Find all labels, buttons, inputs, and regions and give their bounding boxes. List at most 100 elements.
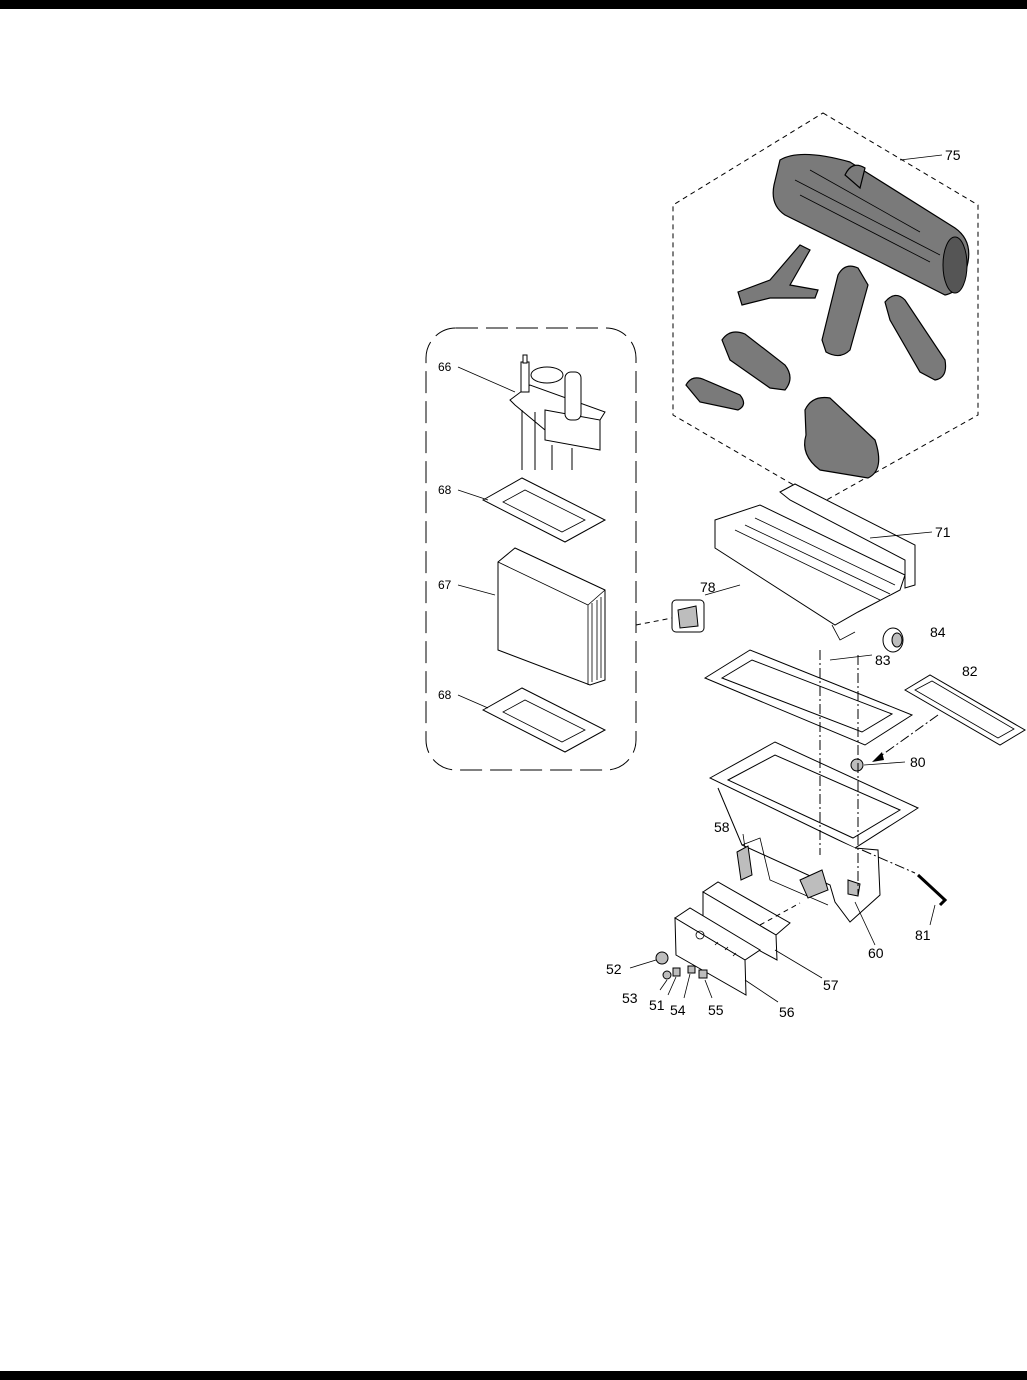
callout-55: 55 <box>708 1002 724 1018</box>
part-81: 81 <box>861 849 948 943</box>
burner-assembly: 71 78 <box>671 483 951 641</box>
part-84: 84 <box>882 624 946 653</box>
leader-80 <box>863 761 906 766</box>
firebox-assembly: 60 <box>708 650 920 961</box>
pilot-thermocouple <box>564 371 582 421</box>
leader-75 <box>899 154 943 161</box>
part-80: 80 <box>850 754 926 772</box>
panel-57 <box>702 891 778 961</box>
callout-54: 54 <box>670 1002 686 1018</box>
leader-68-bottom <box>457 694 489 709</box>
panel-82 <box>904 674 1026 746</box>
nut-53 <box>662 970 672 980</box>
callout-60: 60 <box>868 945 884 961</box>
button-54 <box>687 965 696 974</box>
knob-84-face <box>891 632 903 648</box>
burner-tray-ports <box>734 517 896 601</box>
callout-66: 66 <box>438 360 452 374</box>
burner-tray <box>714 504 906 626</box>
detail-link-line <box>635 617 673 626</box>
control-panels: 57 56 <box>674 881 839 1020</box>
tray-tab <box>831 624 856 641</box>
panel-82-inner <box>914 680 1015 739</box>
main-log-end <box>942 236 968 294</box>
bottom-rule <box>0 1371 1027 1380</box>
pilot-electrode <box>520 361 530 393</box>
housing-67-edges <box>497 561 606 685</box>
pilot-bracket <box>544 409 601 451</box>
leader-55 <box>704 979 713 999</box>
gasket-83-inner <box>720 659 894 733</box>
gas-valve <box>799 869 829 899</box>
curved-log <box>884 294 947 381</box>
leader-67 <box>457 584 496 596</box>
short-log <box>685 377 745 411</box>
housing-67-fins <box>591 597 602 682</box>
firebox-opening <box>726 754 902 839</box>
middle-log <box>721 331 791 391</box>
leader-71 <box>869 531 933 539</box>
callout-71: 71 <box>935 524 951 540</box>
top-rule <box>0 0 1027 9</box>
rod-81 <box>916 873 948 907</box>
pilot-tip <box>522 354 528 364</box>
leader-83 <box>829 654 873 661</box>
callout-80: 80 <box>910 754 926 770</box>
firebox-front-panel <box>741 837 829 906</box>
gasket-68-bottom <box>481 687 607 753</box>
grommet-80 <box>850 758 864 772</box>
log-knot <box>844 164 866 190</box>
pilot-detail-group: 66 68 67 68 <box>425 327 673 771</box>
panel-slots <box>714 941 737 957</box>
callout-52: 52 <box>606 961 622 977</box>
housing-67 <box>497 547 606 686</box>
leader-51 <box>667 976 677 996</box>
gasket-68-bottom-inner <box>502 699 586 743</box>
axis-panel <box>874 714 939 761</box>
callout-67: 67 <box>438 578 452 592</box>
callout-56: 56 <box>779 1004 795 1020</box>
module-58 <box>736 845 753 881</box>
leader-60 <box>854 901 876 946</box>
callout-58: 58 <box>714 819 730 835</box>
leader-78 <box>704 584 741 596</box>
part-82: 82 <box>904 663 1026 746</box>
leader-52 <box>629 959 657 969</box>
callout-81: 81 <box>915 927 931 943</box>
axis-panel-57 <box>759 902 801 926</box>
branch-log <box>737 244 819 306</box>
knob-52 <box>655 951 669 965</box>
callout-57: 57 <box>823 977 839 993</box>
leader-57 <box>774 949 823 979</box>
gasket-68-top <box>481 477 607 543</box>
callout-51: 51 <box>649 997 665 1013</box>
callout-83: 83 <box>875 652 891 668</box>
callout-68-bottom: 68 <box>438 688 452 702</box>
switch-51 <box>672 967 681 977</box>
gasket-68-top-inner <box>502 489 586 533</box>
leader-56 <box>744 979 779 1003</box>
part-83: 83 <box>703 649 914 746</box>
leader-68-top <box>457 489 489 501</box>
fitting-60 <box>847 879 861 897</box>
small-controls: 52 53 51 54 55 <box>606 951 724 1018</box>
callout-84: 84 <box>930 624 946 640</box>
pilot-detail-part <box>677 605 699 629</box>
arrow-panel <box>872 752 884 762</box>
leader-54 <box>683 973 691 999</box>
main-log-texture <box>794 169 941 263</box>
callout-53: 53 <box>622 990 638 1006</box>
panel-56 <box>674 917 747 996</box>
firebox-body <box>717 787 881 923</box>
callout-68-top: 68 <box>438 483 452 497</box>
button-55 <box>698 969 708 979</box>
panel-hole <box>695 930 705 940</box>
leader-53 <box>659 979 668 991</box>
log-set-group: 75 <box>672 112 979 503</box>
axis-rod <box>861 849 916 874</box>
leader-58 <box>742 833 746 849</box>
main-log <box>772 153 970 296</box>
callout-78: 78 <box>700 579 716 595</box>
pilot-hood <box>530 366 564 384</box>
